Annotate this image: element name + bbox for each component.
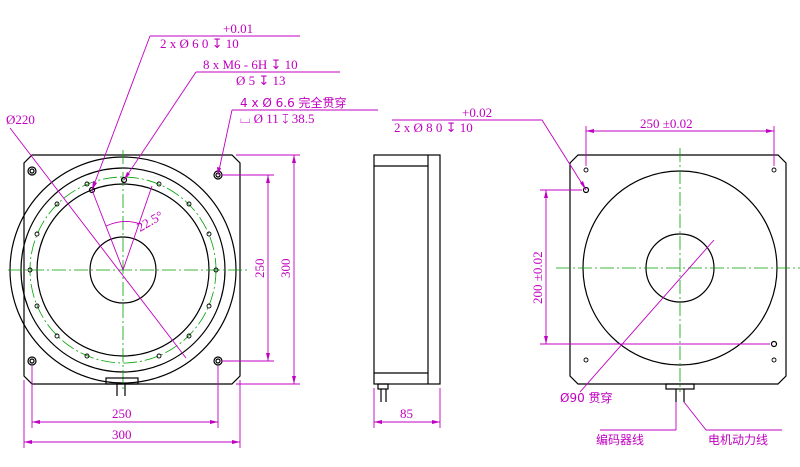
side-view xyxy=(373,154,441,402)
rear-plate-outline xyxy=(569,154,787,385)
pin-hole-tolerance: +0.01 xyxy=(223,21,253,36)
rear-pin-callout: 2 x Ø 8 0 ↧ 10 xyxy=(394,120,473,135)
rear-dimensions xyxy=(540,126,775,345)
front-pin-hole-2 xyxy=(120,176,128,184)
bore-leader xyxy=(579,239,715,393)
front-callout-lines xyxy=(91,35,378,191)
rear-cable-stub xyxy=(665,383,695,390)
rear-pin-hole-2 xyxy=(770,340,778,348)
rear-corner-holes xyxy=(583,167,777,363)
thread-hole-callout-1: 8 x M6 - 6H ↧ 10 xyxy=(203,57,298,72)
side-dimension xyxy=(373,388,441,428)
angle-label: 22.5° xyxy=(134,208,166,235)
encoder-cable-label: 编码器线 xyxy=(596,432,644,447)
rear-pin-hole xyxy=(582,186,590,194)
front-view xyxy=(8,127,250,396)
front-pin-hole xyxy=(88,186,96,194)
front-bolt-spacing-label: 250 xyxy=(112,406,132,421)
rear-callout-lines xyxy=(392,119,587,191)
front-diameter-leader xyxy=(9,127,187,359)
diameter-label: Ø220 xyxy=(6,112,35,127)
side-depth-label: 85 xyxy=(400,406,413,421)
front-height-label: 300 xyxy=(278,259,293,279)
front-plate-outline xyxy=(23,154,241,385)
front-bore-circle xyxy=(89,236,157,304)
angle-line-2 xyxy=(122,185,153,271)
angle-line-1 xyxy=(91,189,124,271)
front-width-label: 300 xyxy=(112,427,132,442)
side-cable-stub xyxy=(377,383,389,390)
front-bolt-holes xyxy=(27,181,219,359)
through-hole-callout-1: 4 x Ø 6.6 完全贯穿 xyxy=(240,95,347,110)
front-vertical-spacing-label: 250 xyxy=(252,259,267,279)
rear-hole-spacing-v-label: 200 ±0.02 xyxy=(530,251,545,304)
pin-hole-callout: 2 x Ø 6 0 ↧ 10 xyxy=(160,36,239,51)
front-dimensions xyxy=(23,154,300,448)
thread-hole-callout-2: Ø 5 ↧ 13 xyxy=(236,73,286,88)
rear-pin-tolerance: +0.02 xyxy=(462,105,492,120)
front-cable-stub xyxy=(105,377,139,385)
through-hole-callout-2: ⌴ Ø 11 ↧ 38.5 xyxy=(240,111,315,126)
side-body-outline xyxy=(373,154,441,385)
motor-cable-label: 电机动力线 xyxy=(708,433,768,447)
front-corner-holes xyxy=(27,166,223,366)
bore-label: Ø90 贯穿 xyxy=(560,390,613,405)
rear-view xyxy=(556,148,800,402)
cable-leaders xyxy=(600,401,782,431)
rear-hole-spacing-h-label: 250 ±0.02 xyxy=(640,116,693,131)
